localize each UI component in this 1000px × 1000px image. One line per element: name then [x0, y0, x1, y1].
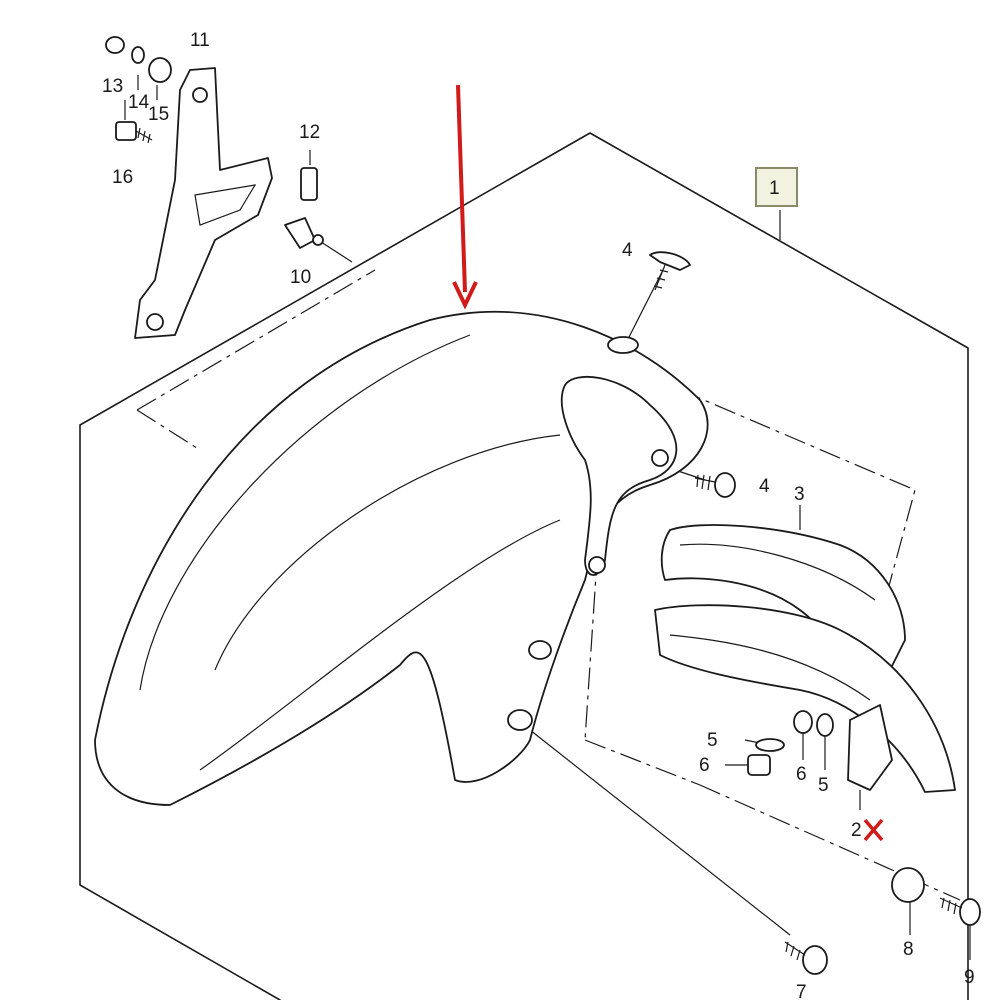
fender-contour-upper: [139, 334, 471, 691]
collar-8: [891, 867, 925, 903]
red-x-mark: [863, 818, 884, 842]
callout-1: 1: [769, 178, 780, 199]
fender-bracket: [134, 67, 273, 339]
fender-mount-hole-upper: [651, 449, 669, 467]
collar-15: [148, 57, 172, 83]
mud-guard-tab: [847, 704, 893, 791]
washer-13: [105, 36, 125, 54]
bracket-hole-top: [192, 87, 208, 103]
callout-15: 15: [148, 104, 169, 125]
washer-5a: [755, 738, 785, 752]
fender-contour-mid: [214, 434, 561, 671]
collar-12: [300, 167, 318, 201]
callout-7: 7: [796, 982, 807, 1000]
screw-4-top: [649, 251, 691, 291]
bolt-16: [115, 121, 153, 144]
callout-16: 16: [112, 167, 133, 188]
callout-5-right: 5: [818, 775, 829, 796]
callout-12: 12: [299, 122, 320, 143]
callout-11: 11: [190, 30, 210, 51]
bracket-web-detail: [194, 184, 257, 226]
callout-8: 8: [903, 939, 914, 960]
callout-10: 10: [290, 267, 311, 288]
fender-mount-stay: [560, 375, 678, 576]
red-arrow-annotation: [452, 84, 478, 310]
callout-14: 14: [128, 92, 150, 113]
fender-grommet-upper: [528, 640, 552, 660]
inner-fender-rib: [679, 543, 876, 601]
reference-line-rear: [136, 269, 376, 451]
callout-4-top: 4: [622, 240, 633, 261]
fender-grommet-lower: [507, 709, 533, 731]
leader-lines: [124, 75, 971, 960]
fender-mount-hole-lower: [588, 556, 606, 574]
callout-13: 13: [102, 76, 123, 97]
callout-2: 2: [851, 820, 862, 841]
callout-9: 9: [964, 967, 975, 988]
mud-guard: [654, 604, 956, 793]
nut-6b: [793, 710, 813, 734]
bracket-hole-bottom: [146, 313, 164, 331]
nut-6a: [747, 754, 771, 776]
callout-5-left: 5: [707, 730, 718, 751]
screw-4-side: [694, 472, 736, 498]
bolt-9: [939, 897, 981, 926]
assembly-outline: [79, 132, 969, 1000]
bolt-7: [784, 941, 828, 975]
callout-4-side: 4: [759, 476, 770, 497]
screw-10: [284, 217, 324, 249]
mud-guard-contour: [669, 634, 871, 701]
callout-6-right: 6: [796, 764, 807, 785]
callout-box-1: [755, 167, 798, 207]
fender-top-mount: [607, 336, 639, 354]
fender-contour-lower: [199, 519, 561, 771]
callout-3: 3: [794, 484, 805, 505]
washer-5b: [816, 713, 834, 737]
callout-6-left: 6: [699, 755, 710, 776]
grommet-14: [131, 46, 145, 64]
